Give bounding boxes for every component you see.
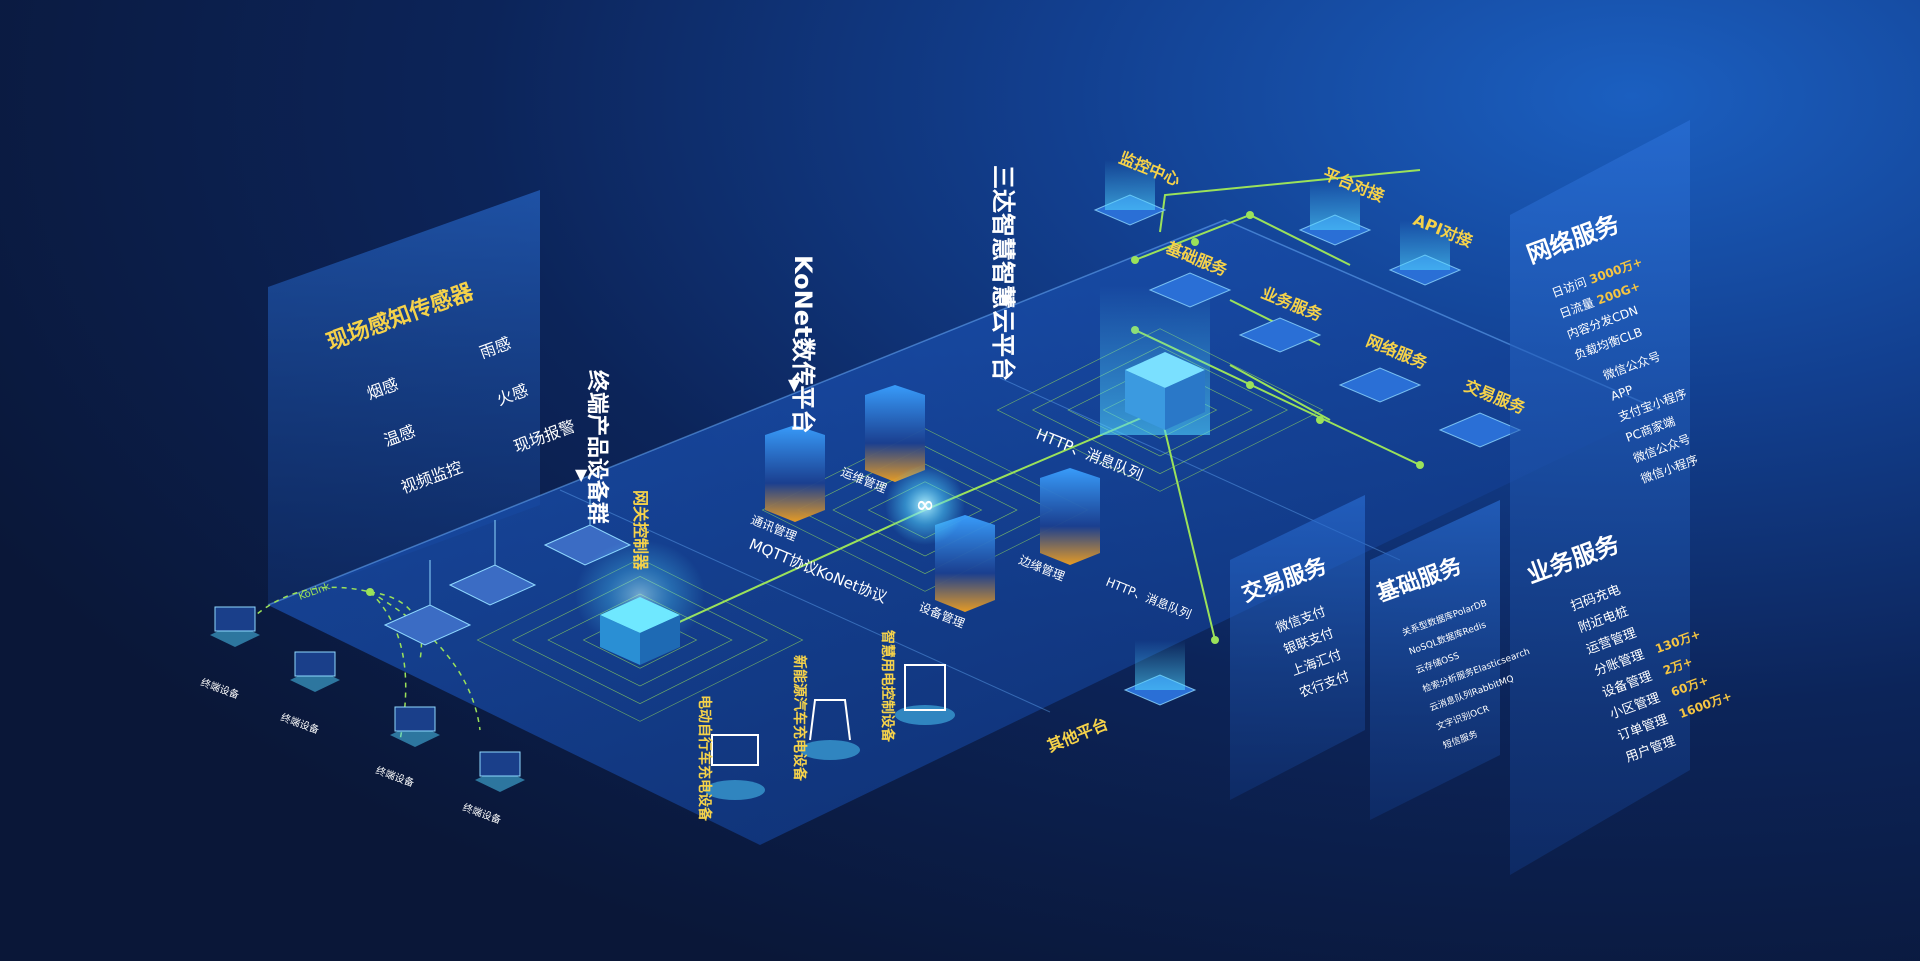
konet-towers: ∞: [765, 385, 1100, 612]
network-panel-bg: [1510, 120, 1690, 875]
base-panel-bg: [1370, 500, 1500, 820]
terminal-group-arrow: ▼: [575, 465, 588, 484]
gateway-cube: [575, 540, 705, 665]
charging-devices: [705, 664, 955, 800]
terminal-device-label: 终端设备: [279, 711, 321, 737]
kolink-arcs: [249, 586, 481, 741]
terminal-devices: [210, 606, 525, 792]
other-platform-label: 其他平台: [1044, 714, 1110, 756]
terminal-device-label: 终端设备: [374, 764, 416, 790]
platform-beams: [1105, 160, 1450, 690]
gateway-label: 网关控制器: [631, 490, 650, 571]
charging-device-label: 电动自行车充电设备: [696, 695, 713, 822]
router-devices: [383, 485, 632, 646]
sensor-panel-bg: [268, 190, 540, 605]
terminal-device-label: 终端设备: [461, 801, 503, 827]
terminal-device-label: 终端设备: [199, 676, 241, 702]
konet-arrow: ▼: [788, 375, 801, 394]
svg-text:∞: ∞: [916, 493, 934, 518]
konet-label: KoNet数传平台: [789, 255, 817, 434]
trade-panel-bg: [1230, 495, 1365, 800]
terminal-group-label: 终端产品设备群: [584, 370, 610, 524]
cloud-label: 三达智慧智慧云平台: [989, 165, 1017, 381]
cloud-arrow: ▼: [1000, 290, 1013, 309]
cloud-cube: [1100, 285, 1210, 435]
charging-device-label: 智慧用电控制设备: [879, 629, 896, 743]
charging-device-label: 新能源汽车充电设备: [791, 655, 808, 782]
connection-lines: [639, 169, 1421, 641]
